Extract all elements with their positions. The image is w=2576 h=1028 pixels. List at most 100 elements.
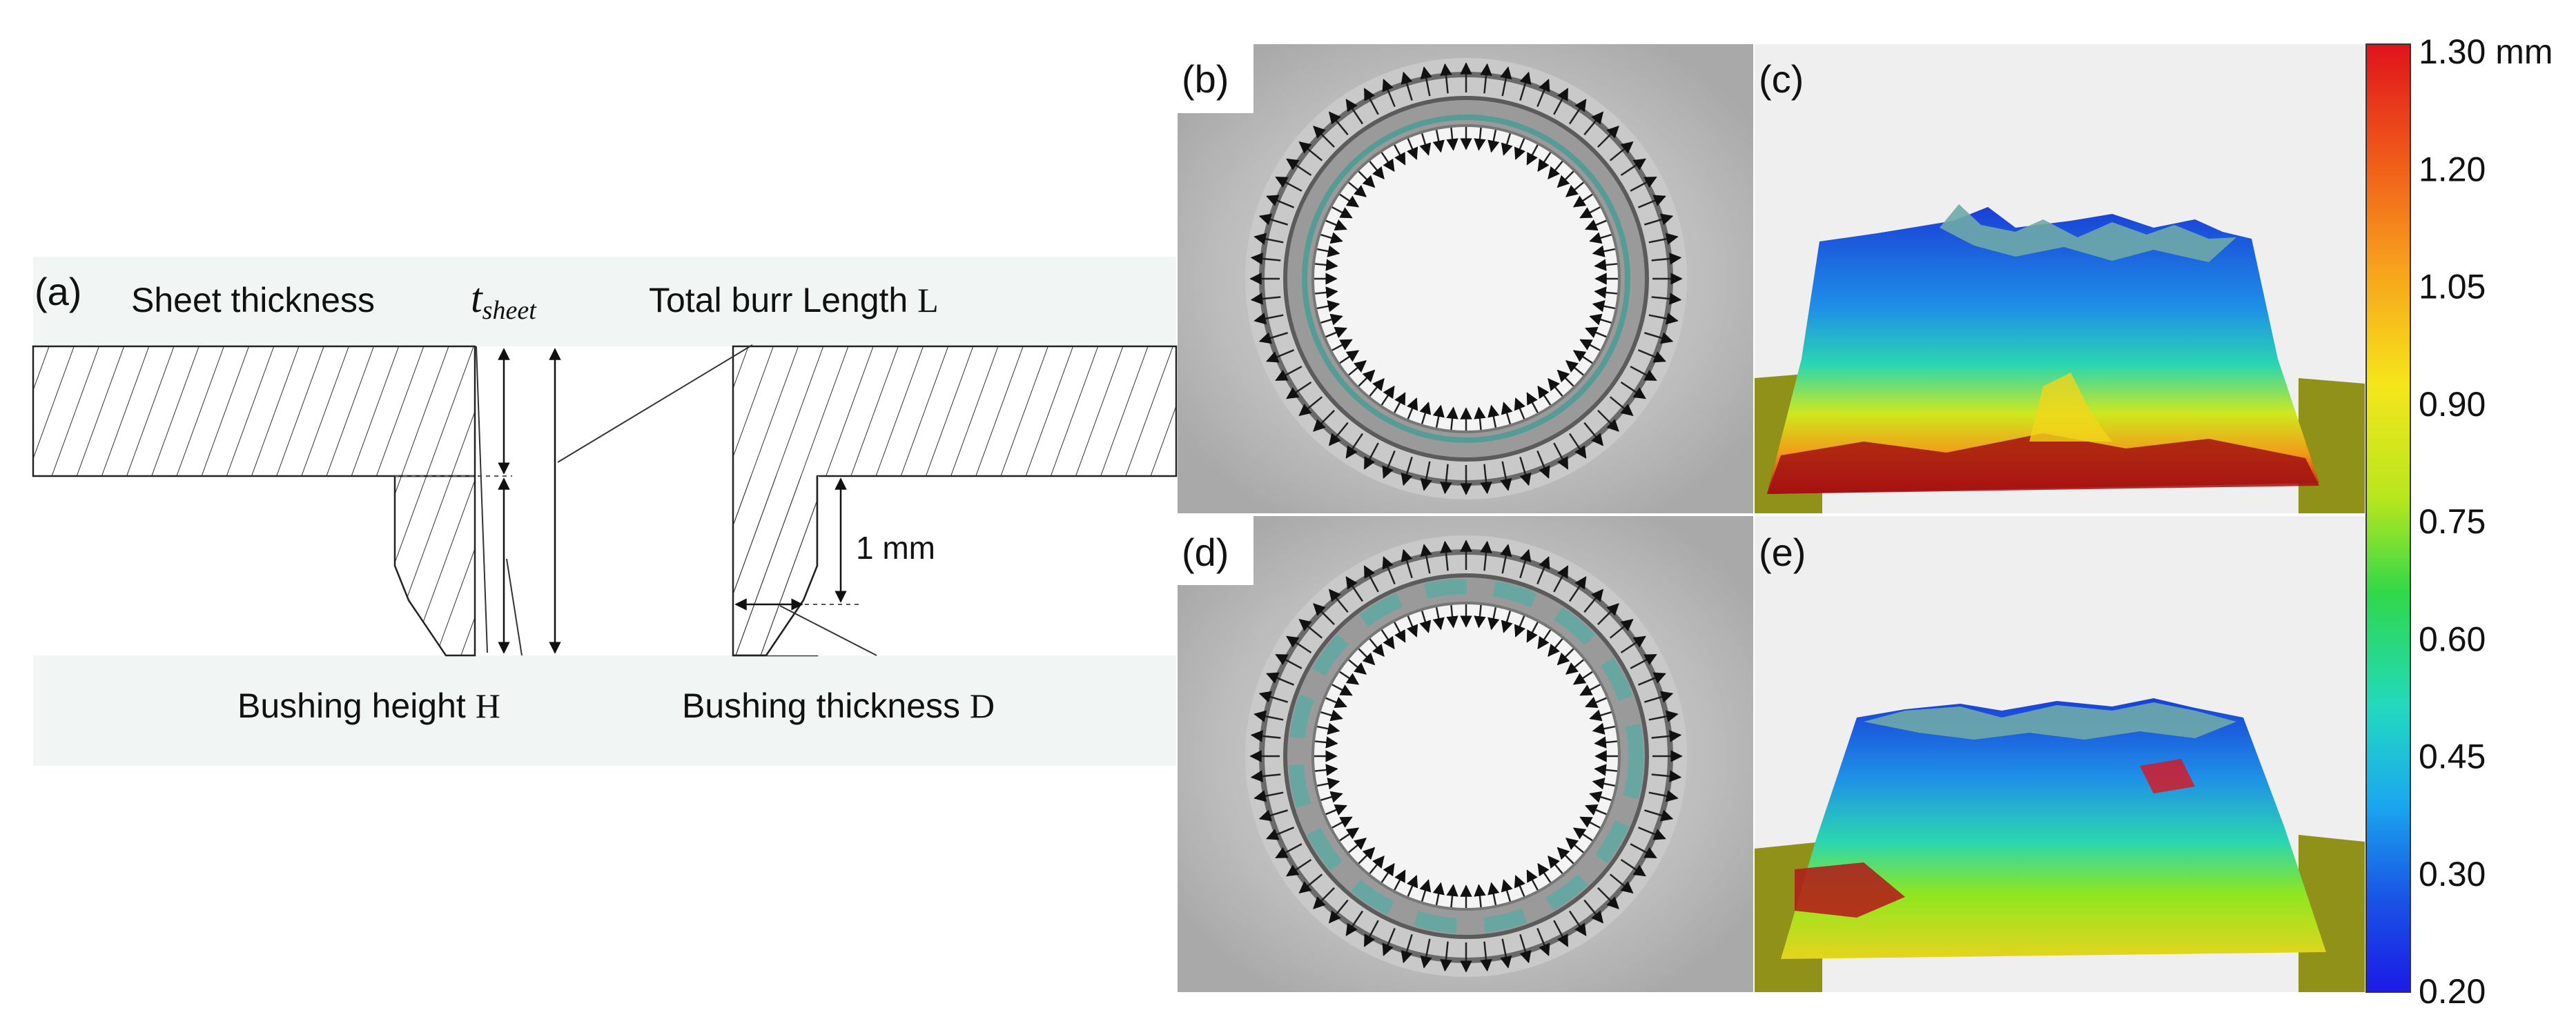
- normal-arrow-outer: [1298, 396, 1323, 417]
- normal-arrow-outer: [1620, 158, 1646, 177]
- normal-arrow-inner: [1358, 170, 1376, 188]
- normal-arrow-inner: [1394, 392, 1406, 413]
- normal-arrow-inner: [1579, 206, 1601, 219]
- panel-d-tag-bg: [1178, 516, 1253, 585]
- total-burr-label: Total burr Length L: [649, 281, 939, 319]
- normal-arrow-inner: [1394, 622, 1406, 643]
- normal-arrow-outer: [1266, 827, 1295, 840]
- normal-arrow-outer: [1275, 843, 1302, 859]
- colorbar-ticks: 1.30 mm1.201.050.900.750.600.450.300.20: [2419, 32, 2553, 1011]
- normal-arrow-inner: [1331, 339, 1353, 351]
- normal-arrow-outer: [1630, 653, 1657, 669]
- normal-arrow-outer: [1275, 653, 1302, 669]
- normal-arrow-outer: [1553, 565, 1569, 593]
- normal-arrow-outer: [1568, 910, 1587, 936]
- normal-arrow-inner: [1572, 827, 1593, 842]
- normal-arrow-outer: [1609, 141, 1634, 161]
- panel-c-burr: [1767, 207, 2319, 494]
- normal-arrow-outer: [1420, 938, 1432, 969]
- normal-arrow-inner: [1514, 875, 1526, 897]
- normal-arrow-inner: [1557, 170, 1574, 188]
- panel-e-burr: [1781, 698, 2326, 959]
- normal-arrow-inner: [1557, 648, 1574, 666]
- normal-arrow-outer: [1583, 589, 1604, 613]
- normal-arrow-inner: [1548, 638, 1563, 658]
- normal-arrow-inner: [1537, 152, 1552, 172]
- normal-arrow-outer: [1597, 410, 1619, 432]
- normal-arrow-inner: [1487, 606, 1500, 631]
- normal-arrow-outer: [1648, 233, 1679, 245]
- normal-arrow-inner: [1526, 392, 1539, 413]
- normal-arrow-outer: [1440, 464, 1452, 495]
- normal-arrow-inner: [1589, 313, 1612, 326]
- normal-arrow-outer: [1258, 332, 1288, 344]
- normal-arrow-outer: [1266, 672, 1295, 686]
- normal-arrow-inner: [1358, 648, 1376, 666]
- normal-arrow-inner: [1526, 622, 1539, 643]
- normal-arrow-outer: [1253, 313, 1284, 325]
- normal-arrow-outer: [1313, 887, 1335, 909]
- panel-a: (a) Sheet thickness tsheet Total burr Le…: [32, 257, 1178, 766]
- normal-arrow-inner: [1579, 816, 1601, 829]
- normal-arrow-outer: [1258, 213, 1288, 226]
- leader-t-sheet: [476, 346, 488, 653]
- normal-arrow-outer: [1553, 920, 1569, 947]
- normal-arrow-inner: [1565, 659, 1584, 675]
- normal-arrow-outer: [1328, 589, 1349, 613]
- normal-arrow-inner: [1592, 778, 1616, 790]
- normal-arrow-inner: [1446, 406, 1458, 431]
- label-band-bottom: [33, 655, 1176, 766]
- normal-arrow-outer: [1500, 461, 1512, 491]
- normal-arrow-outer: [1480, 941, 1492, 972]
- normal-arrow-outer: [1630, 843, 1657, 859]
- normal-arrow-inner: [1585, 696, 1607, 709]
- normal-arrow-inner: [1325, 326, 1347, 339]
- normal-arrow-outer: [1648, 790, 1679, 802]
- normal-arrow-inner: [1325, 696, 1347, 709]
- normal-arrow-inner: [1419, 133, 1432, 156]
- panel-b-edge-ring: [1302, 115, 1630, 443]
- normal-arrow-inner: [1589, 232, 1612, 244]
- normal-arrow-inner: [1526, 144, 1539, 166]
- normal-arrow-outer: [1583, 899, 1604, 924]
- panel-c-base-band: [1767, 433, 2319, 494]
- normal-arrow-inner: [1579, 339, 1601, 351]
- normal-arrow-outer: [1253, 710, 1284, 722]
- label-band-top: [33, 257, 1176, 346]
- normal-arrow-inner: [1487, 882, 1500, 906]
- panel-d-edge-patches: [1289, 579, 1643, 933]
- normal-arrow-outer: [1620, 381, 1646, 399]
- normal-arrow-outer: [1363, 565, 1379, 593]
- normal-arrow-inner: [1339, 193, 1360, 208]
- normal-arrow-outer: [1500, 938, 1512, 969]
- panel-b: (b): [1178, 44, 1753, 513]
- normal-arrow-outer: [1275, 176, 1302, 192]
- normal-arrow-inner: [1380, 385, 1395, 406]
- normal-arrow-outer: [1553, 442, 1569, 470]
- panel-e: (e): [1755, 516, 2365, 992]
- panel-b-tag: (b): [1182, 57, 1229, 101]
- normal-arrow-outer: [1328, 422, 1349, 446]
- normal-arrow-outer: [1648, 313, 1679, 325]
- colorbar-tick-label: 0.75: [2419, 502, 2486, 541]
- normal-arrow-inner: [1594, 764, 1618, 776]
- normal-arrow-outer: [1286, 158, 1312, 177]
- normal-arrow-inner: [1320, 709, 1343, 722]
- normal-arrow-inner: [1526, 869, 1539, 891]
- normal-arrow-outer: [1583, 111, 1604, 136]
- normal-arrow-outer: [1480, 464, 1492, 495]
- normal-arrow-inner: [1316, 778, 1340, 790]
- normal-arrow-inner: [1432, 404, 1445, 428]
- normal-arrow-inner: [1325, 804, 1347, 816]
- normal-arrow-inner: [1339, 671, 1360, 685]
- normal-arrow-outer: [1553, 88, 1569, 115]
- normal-arrow-inner: [1419, 611, 1432, 633]
- normal-arrow-outer: [1568, 99, 1587, 125]
- bushing-right-mask: [766, 476, 819, 655]
- normal-arrow-inner: [1579, 684, 1601, 696]
- normal-arrow-inner: [1406, 875, 1418, 897]
- normal-arrow-outer: [1401, 457, 1413, 486]
- normal-arrow-inner: [1557, 369, 1574, 387]
- normal-arrow-inner: [1548, 161, 1563, 180]
- normal-arrow-outer: [1536, 927, 1550, 956]
